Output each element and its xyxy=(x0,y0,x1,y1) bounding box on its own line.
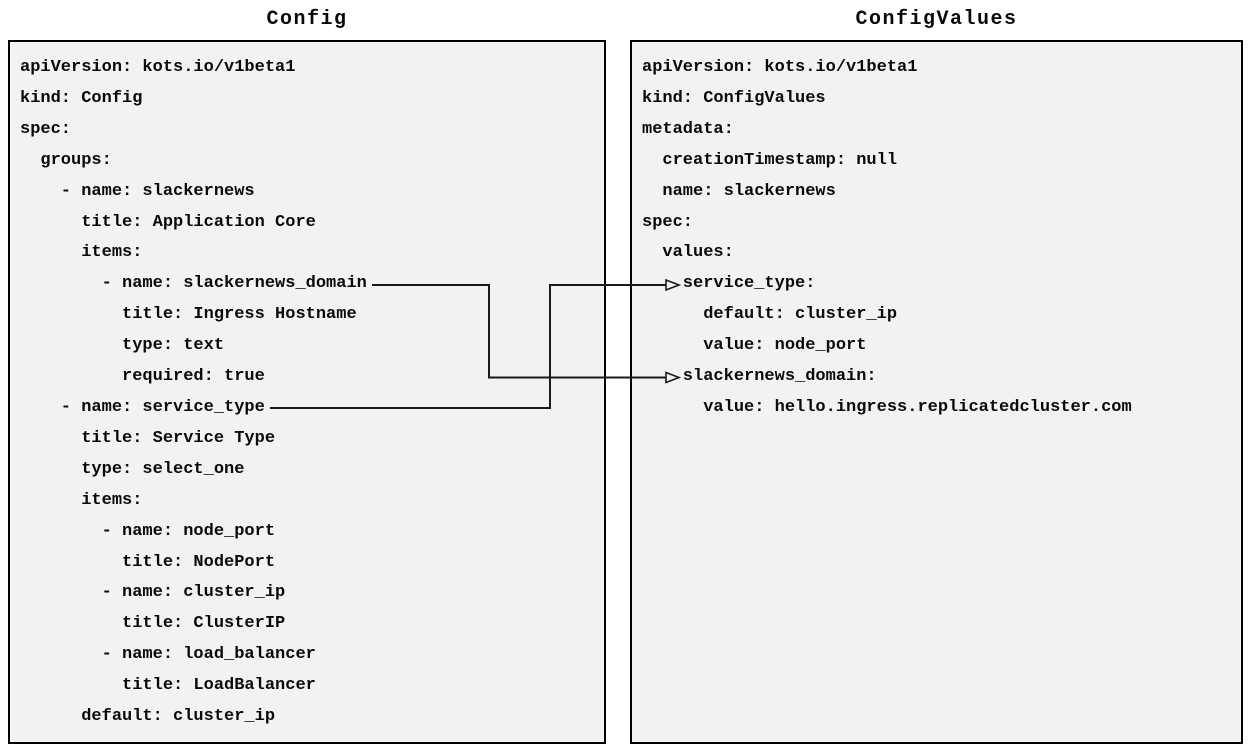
configvalues-panel-title: ConfigValues xyxy=(855,8,1018,31)
configvalues-yaml-code: apiVersion: kots.io/v1beta1 kind: Config… xyxy=(642,58,1132,417)
config-yaml-code: apiVersion: kots.io/v1beta1 kind: Config… xyxy=(20,58,367,727)
configvalues-panel: apiVersion: kots.io/v1beta1 kind: Config… xyxy=(630,40,1243,744)
config-panel: apiVersion: kots.io/v1beta1 kind: Config… xyxy=(8,40,606,744)
config-panel-title: Config xyxy=(266,8,348,31)
